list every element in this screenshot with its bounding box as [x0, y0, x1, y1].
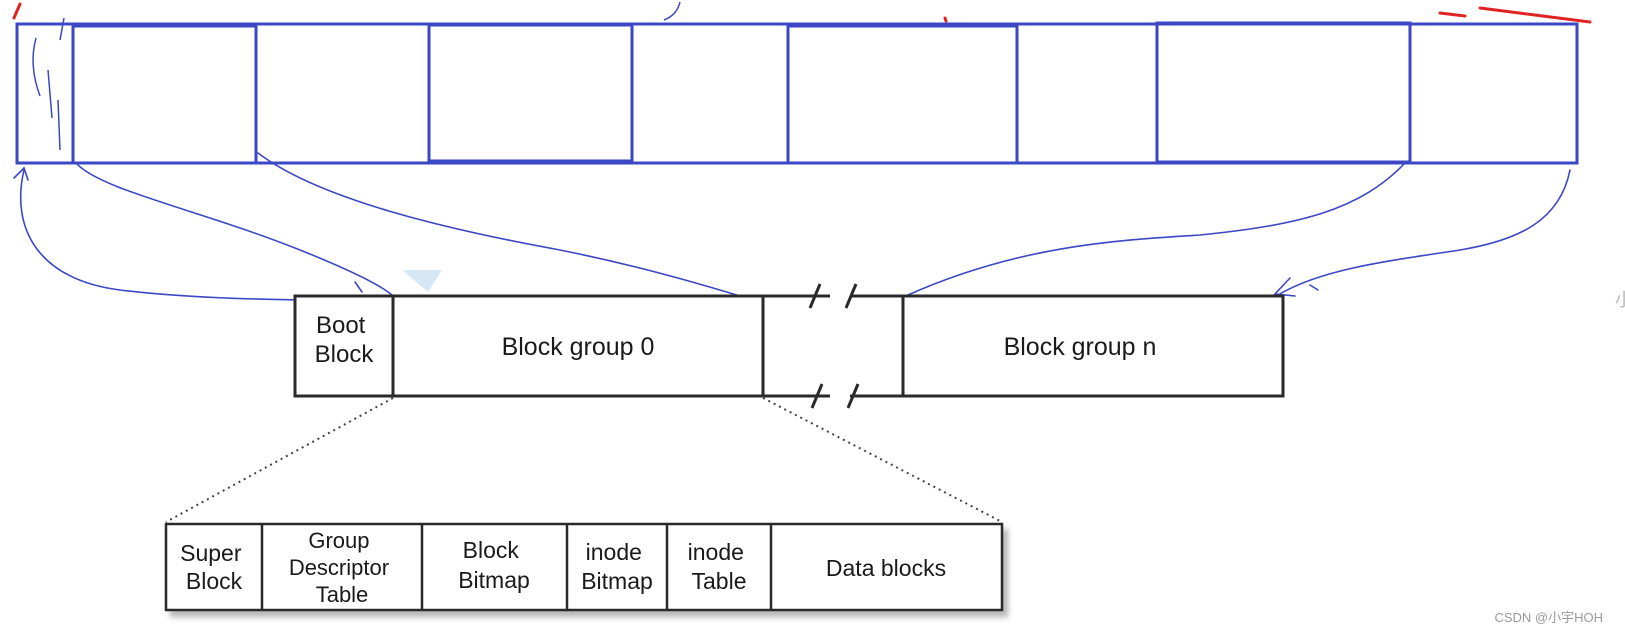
curve-boot-arrow [13, 166, 29, 181]
inode-bitmap-line2: Bitmap [581, 568, 653, 594]
gdt-line3: Table [316, 582, 369, 607]
strip-cell-3 [427, 23, 634, 163]
curve-groupn-arrow [1273, 277, 1296, 297]
strip-cell-4 [630, 22, 790, 165]
inode-table-line1: inode [688, 539, 744, 565]
red-mark-dot [943, 16, 948, 23]
curve-group0-right [257, 152, 761, 303]
break-top-2 [844, 283, 858, 309]
block-bitmap-label: Block Bitmap [458, 537, 530, 593]
gdt-line1: Group [308, 528, 369, 553]
block-group-n-label: Block group n [1004, 333, 1157, 361]
break-marks [808, 283, 860, 409]
boot-block-label-line1: Boot [316, 312, 366, 339]
super-block-line1: Super [180, 540, 242, 566]
curve-tick-b [1309, 284, 1319, 291]
group-detail-row [164, 522, 1004, 612]
red-mark-right-dash [1438, 11, 1467, 18]
strip-scribble-1 [32, 37, 41, 97]
red-mark-right-line [1478, 6, 1592, 24]
break-top-1 [808, 283, 822, 309]
curve-groupn-left [907, 162, 1406, 296]
data-blocks-label: Data blocks [826, 555, 946, 581]
expansion-dotted-lines [165, 397, 1003, 523]
boot-block-label-line2: Block [315, 341, 375, 368]
strip-outline [15, 22, 1579, 165]
super-block-label: Super Block [180, 540, 248, 594]
boot-block-label: Boot Block [315, 312, 375, 368]
group-detail-dividers [260, 524, 773, 610]
partition-row [293, 294, 1285, 398]
break-bottom-2 [846, 383, 860, 409]
dotted-line-right [762, 397, 1003, 523]
curve-group0-left [75, 162, 393, 296]
block-group-n-box [901, 294, 1285, 398]
gdt-line2: Descriptor [289, 555, 389, 580]
strip-scribble-5 [663, 1, 681, 21]
strip-cell-6 [1015, 22, 1159, 165]
inode-table-line2: Table [692, 568, 747, 594]
super-block-line2: Block [186, 568, 243, 594]
block-group-0-box [391, 294, 765, 398]
strip-scribble-4 [59, 17, 65, 41]
dotted-line-left [165, 397, 394, 523]
strip-cell-7 [1155, 21, 1412, 164]
strip-scribble-3 [57, 99, 61, 151]
blue-connector-curves [13, 152, 1571, 303]
group-descriptor-table-label: Group Descriptor Table [289, 528, 395, 607]
inode-bitmap-line1: inode [586, 539, 642, 565]
curve-groupn-right [1277, 169, 1571, 296]
strip-cell-2 [254, 22, 431, 165]
faint-triangle-marker [402, 270, 442, 292]
strip-cell-boot [15, 22, 75, 165]
block-group-0-label: Block group 0 [502, 333, 655, 361]
red-annotation-marks [12, 2, 1592, 24]
inode-table-label: inode Table [688, 539, 751, 594]
edge-cut-text: 小宇 [1615, 290, 1625, 311]
block-bitmap-line2: Bitmap [458, 567, 530, 593]
strip-cell-8 [1408, 22, 1579, 165]
curve-tick-a [354, 281, 363, 293]
strip-scribble-2 [47, 69, 53, 119]
block-bitmap-line1: Block [463, 537, 520, 563]
disk-partition-strip [15, 1, 1579, 165]
break-bottom-1 [810, 383, 824, 409]
strip-cell-5 [786, 24, 1019, 165]
red-mark-left [12, 2, 22, 20]
strip-cell-1 [71, 24, 258, 165]
group-detail-frame [164, 522, 1004, 612]
inode-bitmap-label: inode Bitmap [581, 539, 653, 594]
csdn-watermark: CSDN @小宇HOH [1494, 610, 1603, 625]
